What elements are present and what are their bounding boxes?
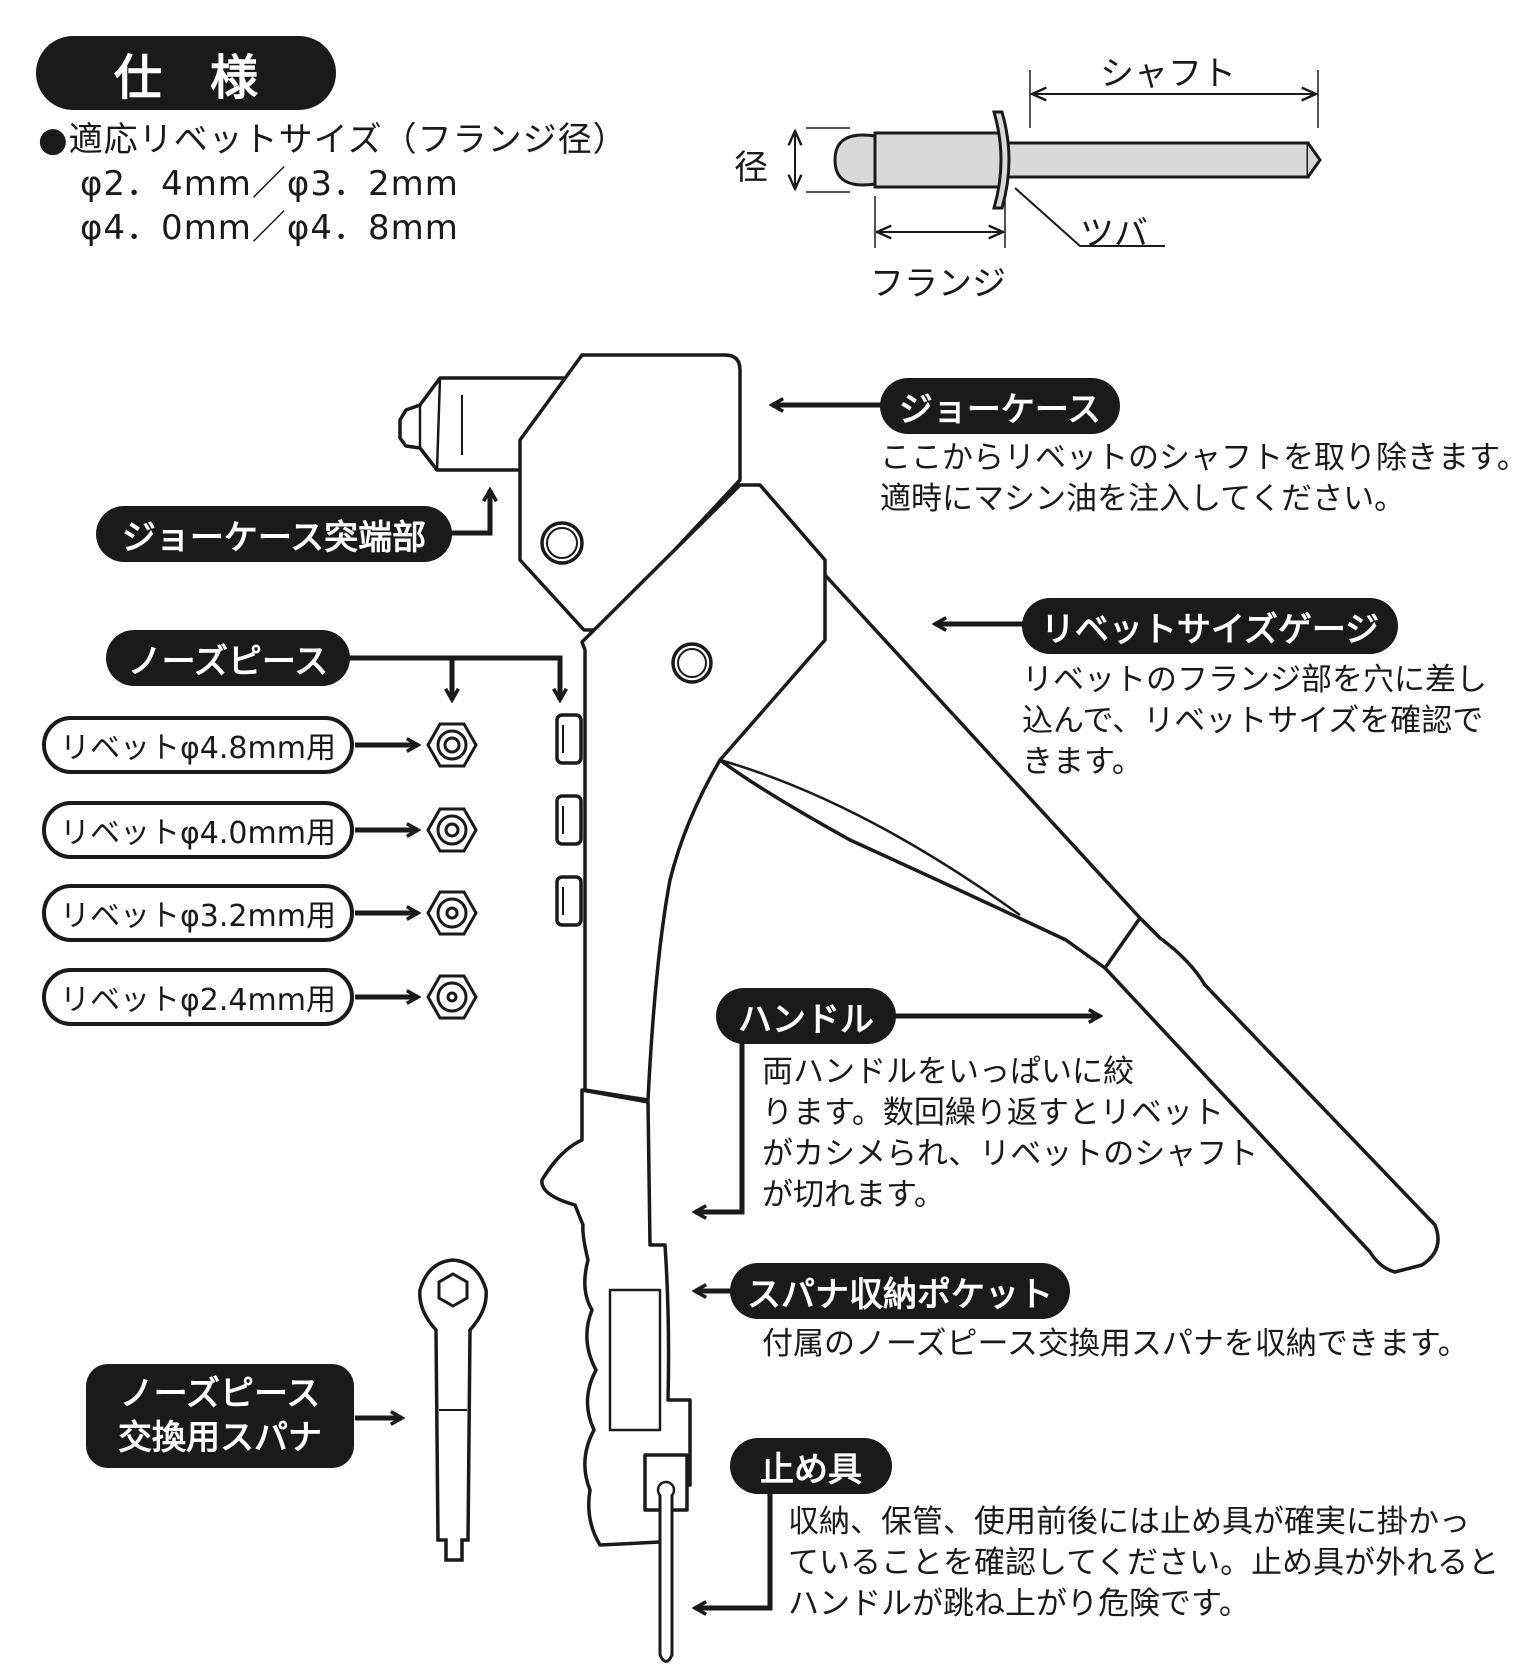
desc-gauge: リベットのフランジ部を穴に差し 込んで、リベットサイズを確認で きます。: [1022, 660, 1487, 783]
label-nose-size-2-4: リベットφ2.4mm用: [42, 968, 354, 1026]
desc-lock-line: ハンドルが跳ね上がり危険です。: [788, 1586, 1250, 1622]
label-lock: 止め具: [730, 1438, 892, 1494]
rivet-drawing: [795, 70, 1322, 248]
desc-jaw-case: ここからリベットのシャフトを取り除きます。 適時にマシン油を注入してください。: [880, 438, 1528, 520]
rivet-collar-label: ツバ: [1080, 214, 1148, 254]
spec-size-line-2: φ4．0mm／φ4．8mm: [80, 208, 459, 248]
label-nose-size-4-8: リベットφ4.8mm用: [42, 716, 354, 774]
spanner-drawing: [418, 1258, 488, 1562]
desc-spanner-pocket-line: 付属のノーズピース交換用スパナを収納できます。: [762, 1326, 1469, 1362]
spec-heading: ●適応リベットサイズ（フランジ径）: [38, 120, 628, 160]
desc-gauge-line: 込んで、リベットサイズを確認で: [1022, 703, 1484, 739]
label-nose-size-4-0: リベットφ4.0mm用: [42, 801, 354, 859]
nosepiece-2-4: [426, 974, 478, 1020]
arrow-nose-left: [340, 655, 452, 700]
desc-handle-line: ります。数回繰り返すとリベット: [762, 1095, 1224, 1131]
desc-spanner-pocket: 付属のノーズピース交換用スパナを収納できます。: [762, 1324, 1469, 1365]
desc-handle-line: がカシメられ、リベットのシャフト: [762, 1136, 1259, 1172]
label-spanner-pocket: スパナ収納ポケット: [730, 1263, 1070, 1319]
moving-handle: [688, 486, 1440, 1274]
lock-rod: [658, 1495, 674, 1663]
desc-jaw-case-line: 適時にマシン油を注入してください。: [880, 481, 1406, 517]
leader-arrows: [340, 405, 1100, 1608]
label-spanner-line-2: 交換用スパナ: [118, 1418, 322, 1458]
label-handle: ハンドル: [716, 988, 896, 1044]
arrow-handle-down: [695, 1040, 745, 1212]
desc-gauge-line: きます。: [1022, 744, 1143, 780]
desc-gauge-line: リベットのフランジ部を穴に差し: [1022, 662, 1487, 698]
desc-handle-line: 両ハンドルをいっぱいに絞: [762, 1054, 1134, 1090]
spec-block: ●適応リベットサイズ（フランジ径） φ2．4mm／φ3．2mm φ4．0mm／φ…: [38, 118, 628, 250]
rivet-tool: [398, 353, 1440, 1663]
nosepiece-4-0: [426, 807, 478, 853]
label-jaw-tip: ジョーケース突端部: [96, 506, 452, 562]
spec-size-line-1: φ2．4mm／φ3．2mm: [80, 164, 459, 204]
loose-nosepieces: [426, 722, 478, 1020]
desc-jaw-case-line: ここからリベットのシャフトを取り除きます。: [880, 440, 1528, 476]
rivet-diameter-label: 径: [734, 148, 768, 188]
rivet-flange-label: フランジ: [870, 264, 1006, 304]
arrow-nose-right: [452, 655, 560, 700]
label-nose-size-3-2: リベットφ3.2mm用: [42, 884, 354, 942]
label-jaw-case: ジョーケース: [880, 378, 1120, 434]
nosepiece-4-8: [426, 722, 478, 768]
rivet-head: [833, 133, 877, 187]
fixed-handle-body: [580, 483, 827, 1102]
body-nosepiece-1: [555, 713, 583, 765]
rivet-body: [873, 131, 1007, 189]
body-nosepiece-2: [555, 794, 583, 846]
desc-handle-line: が切れます。: [762, 1177, 945, 1213]
desc-lock-line: ていることを確認してください。止め具が外れると: [788, 1545, 1500, 1581]
label-gauge: リベットサイズゲージ: [1022, 598, 1398, 654]
spanner-pocket: [608, 1288, 662, 1432]
jaw-case: [518, 353, 742, 632]
body-nosepiece-3: [555, 875, 583, 927]
label-spanner-line-1: ノーズピース: [119, 1374, 321, 1414]
arrow-lock: [695, 1475, 773, 1608]
rivet-collar: [992, 110, 1011, 210]
arrow-jaw-tip: [450, 490, 490, 536]
spec-title: 仕 様: [36, 36, 336, 110]
rivet-shaft: [1006, 141, 1310, 179]
desc-handle: 両ハンドルをいっぱいに絞 ります。数回繰り返すとリベット がカシメられ、リベット…: [762, 1052, 1258, 1216]
label-spanner: ノーズピース 交換用スパナ: [86, 1364, 354, 1468]
label-nose-piece: ノーズピース: [106, 630, 350, 686]
desc-lock-line: 収納、保管、使用前後には止め具が確実に掛かっ: [788, 1504, 1470, 1540]
desc-lock: 収納、保管、使用前後には止め具が確実に掛かっ ていることを確認してください。止め…: [788, 1502, 1499, 1625]
nosepiece-3-2: [426, 890, 478, 936]
rivet-shaft-label: シャフト: [1100, 54, 1236, 94]
